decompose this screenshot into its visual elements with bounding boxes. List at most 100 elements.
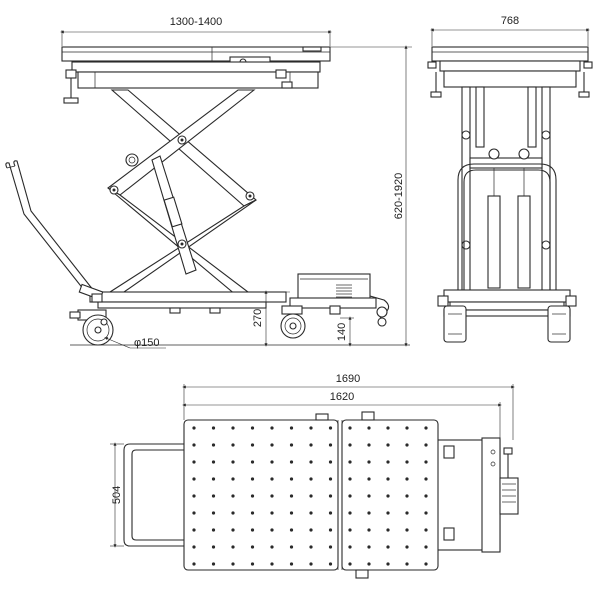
deck-hole xyxy=(192,562,196,566)
deck-hole xyxy=(424,443,428,447)
side-view: 1300-1400 xyxy=(5,16,412,349)
deck-hole xyxy=(192,528,196,532)
deck-hole xyxy=(289,494,294,498)
deck-left xyxy=(183,419,339,571)
deck-hole xyxy=(270,562,274,566)
deck-hole xyxy=(405,494,409,498)
deck-hole xyxy=(367,562,371,566)
deck-hole xyxy=(367,511,371,515)
deck-hole xyxy=(405,477,409,481)
dim-handle-width: 504 xyxy=(111,486,123,504)
deck-hole xyxy=(348,494,352,498)
deck-hole xyxy=(289,443,294,447)
deck-hole xyxy=(211,545,216,549)
deck-hole xyxy=(211,511,216,515)
deck-hole xyxy=(192,460,196,464)
deck-hole xyxy=(250,477,255,481)
deck-hole xyxy=(231,426,235,430)
deck-hole xyxy=(367,494,371,498)
deck-hole xyxy=(309,528,313,532)
deck-hole xyxy=(231,562,235,566)
dim-side-width: 1300-1400 xyxy=(170,16,223,28)
deck-hole xyxy=(309,460,313,464)
dim-deck-length: 1620 xyxy=(330,391,354,403)
deck-hole xyxy=(309,443,313,447)
deck-hole xyxy=(211,426,216,430)
deck-hole xyxy=(386,426,390,430)
deck-hole xyxy=(328,545,333,549)
deck-hole xyxy=(424,545,428,549)
deck-hole xyxy=(386,528,390,532)
deck-hole xyxy=(348,562,352,566)
lift-platform xyxy=(61,46,331,62)
deck-hole xyxy=(231,443,235,447)
deck-hole xyxy=(270,545,274,549)
deck-hole xyxy=(250,511,255,515)
deck-hole xyxy=(289,545,294,549)
deck-hole xyxy=(231,460,235,464)
deck-hole xyxy=(367,477,371,481)
deck-hole xyxy=(367,443,371,447)
top-view: 1690 1620 504 xyxy=(110,373,519,579)
deck-hole xyxy=(309,545,313,549)
deck-hole xyxy=(328,426,333,430)
deck-hole xyxy=(386,494,390,498)
deck-hole xyxy=(270,426,274,430)
deck-hole xyxy=(328,477,333,481)
dim-wheel-diameter: φ150 xyxy=(134,337,160,349)
deck-right xyxy=(341,419,439,571)
deck-hole xyxy=(250,528,255,532)
deck-hole xyxy=(211,562,216,566)
deck-hole xyxy=(211,528,216,532)
deck-hole xyxy=(405,562,409,566)
deck-hole xyxy=(270,477,274,481)
deck-hole xyxy=(405,443,409,447)
deck-hole xyxy=(231,477,235,481)
deck-hole xyxy=(309,426,313,430)
deck-hole xyxy=(367,460,371,464)
deck-hole xyxy=(289,562,294,566)
deck-hole xyxy=(250,545,255,549)
deck-hole xyxy=(192,494,196,498)
deck-hole xyxy=(231,494,235,498)
dim-height-range: 620-1920 xyxy=(393,173,405,220)
deck-hole xyxy=(192,511,196,515)
deck-hole xyxy=(289,528,294,532)
base-frame xyxy=(89,291,287,303)
deck-hole xyxy=(192,477,196,481)
deck-hole xyxy=(289,460,294,464)
deck-hole xyxy=(270,460,274,464)
deck-hole xyxy=(192,426,196,430)
deck-hole xyxy=(211,477,216,481)
deck-hole xyxy=(250,443,255,447)
dim-base-height: 270 xyxy=(252,309,264,327)
deck-hole xyxy=(424,477,428,481)
deck-hole xyxy=(328,511,333,515)
deck-hole xyxy=(386,545,390,549)
deck-hole xyxy=(289,426,294,430)
deck-hole xyxy=(192,545,196,549)
deck-hole xyxy=(211,443,216,447)
dim-wheel-height: 140 xyxy=(336,323,348,341)
deck-hole xyxy=(270,443,274,447)
deck-hole xyxy=(405,511,409,515)
deck-hole xyxy=(211,460,216,464)
deck-hole xyxy=(250,562,255,566)
deck-hole xyxy=(386,511,390,515)
deck-hole xyxy=(405,545,409,549)
deck-hole xyxy=(424,426,428,430)
deck-hole xyxy=(328,443,333,447)
deck-hole xyxy=(405,460,409,464)
deck-hole xyxy=(250,426,255,430)
deck-hole xyxy=(328,460,333,464)
deck-hole xyxy=(367,545,371,549)
deck-hole xyxy=(386,460,390,464)
deck-hole xyxy=(328,494,333,498)
dim-front-width: 768 xyxy=(501,15,519,27)
scissor-mechanism xyxy=(107,89,257,296)
deck-hole xyxy=(405,528,409,532)
deck-hole xyxy=(250,494,255,498)
deck-hole xyxy=(424,460,428,464)
deck-hole xyxy=(424,528,428,532)
